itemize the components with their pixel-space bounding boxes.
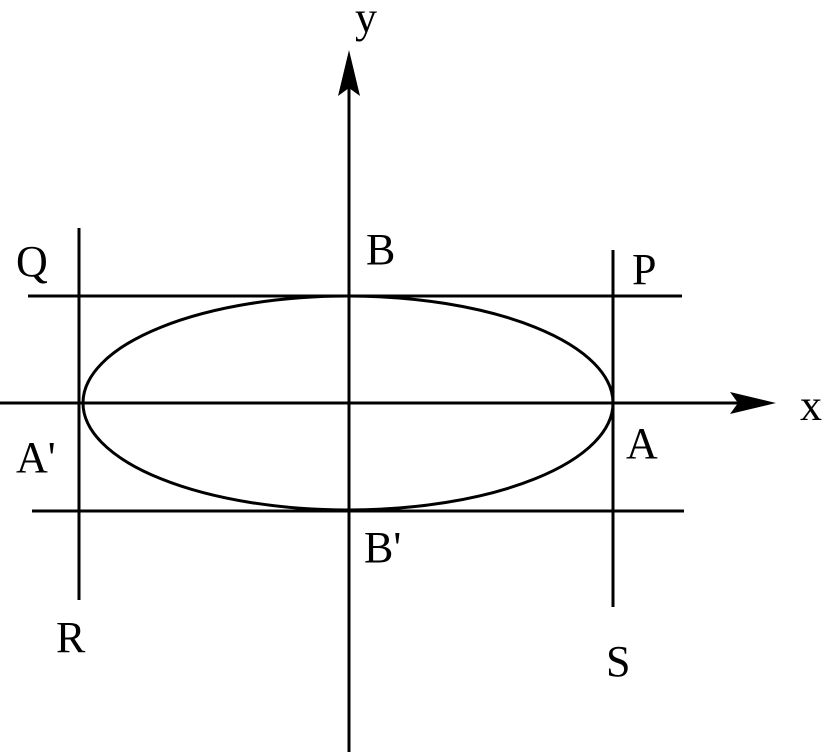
point-label-s: S: [606, 637, 630, 686]
point-label-b: B: [366, 225, 395, 274]
x-axis-label: x: [800, 381, 822, 430]
y-axis-label: y: [355, 0, 377, 42]
ellipse: [81, 294, 615, 512]
point-label-r: R: [56, 613, 86, 662]
point-label-q: Q: [16, 237, 48, 286]
x-axis-arrow-icon: [730, 392, 776, 414]
y-axis-arrow-icon: [338, 50, 360, 96]
point-label-a: A: [626, 419, 658, 468]
point-label-p: P: [632, 245, 656, 294]
point-label-a-prime: A': [16, 433, 56, 482]
point-label-b-prime: B': [364, 523, 401, 572]
